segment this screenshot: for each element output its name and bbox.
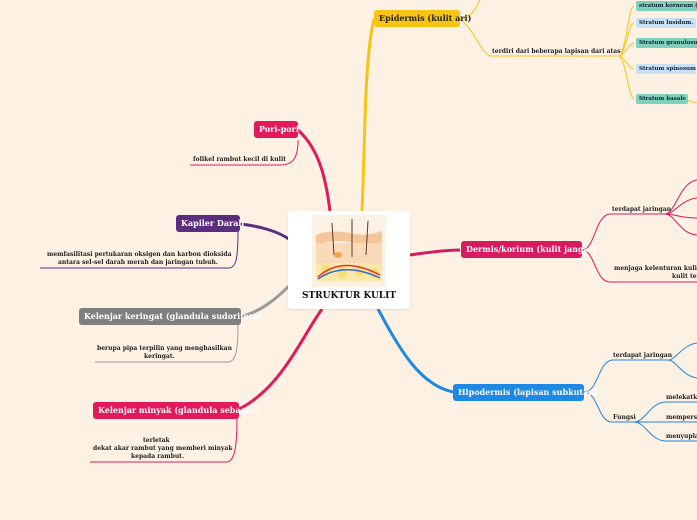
hipodermis-fungsi-label: Fungsi xyxy=(613,414,636,421)
hipodermis-fungsi-item-1: melekatka xyxy=(666,394,697,401)
central-topic[interactable]: STRUKTUR KULIT xyxy=(288,211,410,309)
stratum-spinosum[interactable]: Stratum spinosum xyxy=(636,64,696,74)
stratum-granulosum[interactable]: Stratum granulosum xyxy=(636,38,697,48)
node-pori-pori[interactable]: Pori-pori xyxy=(254,121,299,138)
stratum-basale[interactable]: Stratum basale xyxy=(636,94,688,104)
node-hipodermis[interactable]: Hipodermis (lapisan subkutan) xyxy=(453,384,598,401)
epidermis-layers-label: terdiri dari beberapa lapisan dari atas xyxy=(492,48,621,55)
minyak-description-3: kepada rambut. xyxy=(131,453,185,460)
hipodermis-fungsi-item-3: menyupla xyxy=(666,433,697,440)
kapiler-description-2: antara sel-sel darah merah dan jaringan … xyxy=(58,259,218,266)
dermis-fungsi-label-2: kulit tet xyxy=(672,273,697,280)
kapiler-description-1: memfasilitasi pertukaran oksigen dan kar… xyxy=(47,251,232,258)
node-kelenjar-keringat[interactable]: Kelenjar keringat (glandula sudorifera) xyxy=(79,308,262,325)
skin-illustration xyxy=(312,215,386,287)
keringat-description-2: keringat. xyxy=(144,353,175,360)
minyak-description-2: dekat akar rambut yang memberi minyak xyxy=(93,445,233,452)
stratum-lusidum[interactable]: Stratum lusidum. xyxy=(636,18,697,28)
central-topic-title: STRUKTUR KULIT xyxy=(301,291,397,301)
minyak-description-1: terletak xyxy=(143,437,170,444)
hipodermis-fungsi-item-2: mempersa xyxy=(666,414,697,421)
pori-description: folikel rambut kecil di kulit xyxy=(193,156,286,163)
stratum-korneum[interactable]: stratum korneum (kuli xyxy=(636,1,697,11)
dermis-jaringan-label: terdapat jaringan xyxy=(612,206,672,213)
node-kelenjar-minyak[interactable]: Kelenjar minyak (glandula sebacea) xyxy=(93,402,260,419)
dermis-fungsi-label-1: menjaga kelenturan kulit da xyxy=(614,265,697,272)
node-kapiler-darah[interactable]: Kapiler Darah xyxy=(176,215,244,232)
node-dermis[interactable]: Dermis/korium (kulit jangat) xyxy=(461,241,596,258)
node-epidermis[interactable]: Epidermis (kulit ari) xyxy=(374,10,471,27)
hipodermis-jaringan-label: terdapat jaringan xyxy=(613,352,673,359)
keringat-description-1: berupa pipa terpilin yang menghasilkan xyxy=(97,345,232,352)
